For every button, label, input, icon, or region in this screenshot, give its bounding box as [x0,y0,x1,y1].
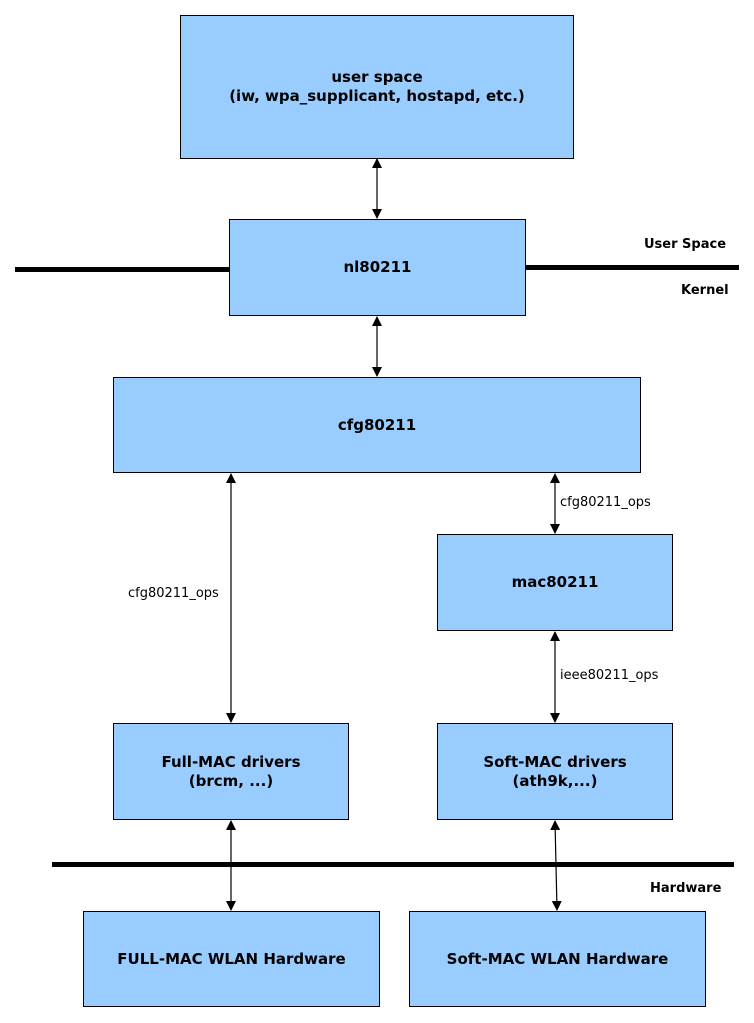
mac80211-label: mac80211 [511,573,599,591]
user-kernel-boundary-left [15,267,231,272]
fullmac-hardware-box: FULL-MAC WLAN Hardware [83,911,380,1007]
kernel-hardware-boundary [52,862,734,867]
softmac-hardware-label: Soft-MAC WLAN Hardware [446,949,669,968]
edge-label-cfg-to-mac: cfg80211_ops [560,495,651,510]
edge-label-mac-to-softmac: ieee80211_ops [560,668,659,683]
zone-label-hardware: Hardware [650,881,722,896]
user-space-box: user space (iw, wpa_supplicant, hostapd,… [180,15,574,159]
softmac-drivers-title: Soft-MAC drivers [483,752,627,771]
fullmac-drivers-title: Full-MAC drivers [161,752,301,771]
fullmac-drivers-box: Full-MAC drivers (brcm, ...) [113,723,349,820]
softmac-drivers-box: Soft-MAC drivers (ath9k,...) [437,723,673,820]
fullmac-drivers-subtitle: (brcm, ...) [188,771,274,790]
arrow-softmac-hardware [550,820,562,911]
softmac-hardware-box: Soft-MAC WLAN Hardware [409,911,706,1007]
user-kernel-boundary-right [524,265,739,270]
fullmac-hardware-label: FULL-MAC WLAN Hardware [117,949,346,968]
user-space-title: user space [331,68,423,86]
cfg80211-box: cfg80211 [113,377,641,473]
nl80211-box: nl80211 [229,219,526,316]
mac80211-box: mac80211 [437,534,673,631]
zone-label-kernel: Kernel [681,283,729,298]
nl80211-label: nl80211 [343,258,412,276]
softmac-drivers-subtitle: (ath9k,...) [512,771,598,790]
edge-label-cfg-to-fullmac: cfg80211_ops [128,586,219,601]
user-space-subtitle: (iw, wpa_supplicant, hostapd, etc.) [229,87,525,105]
zone-label-user-space: User Space [644,237,727,252]
cfg80211-label: cfg80211 [337,415,417,434]
